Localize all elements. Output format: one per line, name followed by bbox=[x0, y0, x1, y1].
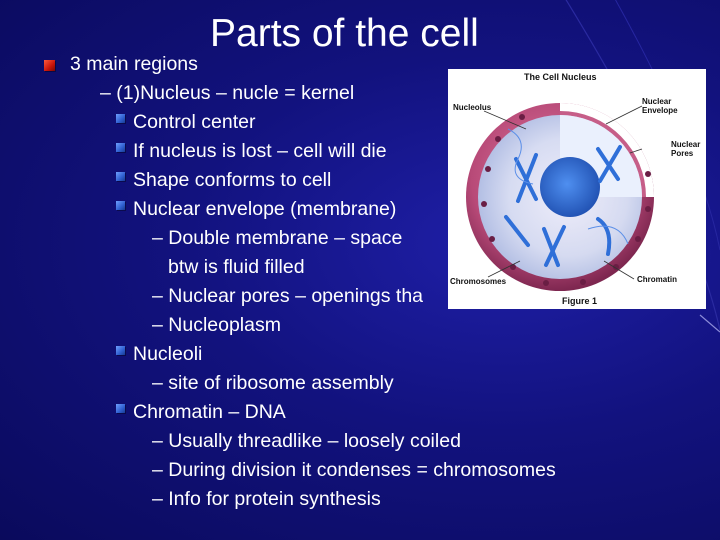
bullet-item: If nucleus is lost – cell will die bbox=[133, 140, 387, 162]
label-chromatin: Chromatin bbox=[637, 275, 677, 284]
bullet-item: Shape conforms to cell bbox=[133, 169, 332, 191]
sub-bullet-item: – Usually threadlike – loosely coiled bbox=[152, 430, 461, 452]
label-line: Envelope bbox=[642, 106, 678, 115]
bullet-item: 3 main regions bbox=[70, 53, 198, 75]
blue-bullet-icon bbox=[116, 114, 125, 123]
red-bullet-icon bbox=[44, 60, 55, 71]
sub-bullet-continuation: btw is fluid filled bbox=[168, 256, 305, 278]
slide-title: Parts of the cell bbox=[210, 12, 479, 55]
label-nucleolus: Nucleolus bbox=[453, 103, 492, 112]
bullet-text: – (1)Nucleus – nucle = kernel bbox=[100, 82, 355, 104]
sub-bullet-item: – Nucleoplasm bbox=[152, 314, 281, 336]
sub-bullet-item: – Info for protein synthesis bbox=[152, 488, 381, 510]
figure-title: The Cell Nucleus bbox=[524, 72, 597, 82]
bullet-item: Nucleoli bbox=[133, 343, 203, 365]
bullet-item: Control center bbox=[133, 111, 256, 133]
blue-bullet-icon bbox=[116, 346, 125, 355]
blue-bullet-icon bbox=[116, 143, 125, 152]
bullet-item: Nuclear envelope (membrane) bbox=[133, 198, 397, 220]
sub-bullet-item: – site of ribosome assembly bbox=[152, 372, 394, 394]
nucleus-illustration bbox=[466, 103, 654, 291]
figure-caption: Figure 1 bbox=[562, 296, 598, 306]
label-line: Pores bbox=[671, 149, 694, 158]
sub-bullet-item: – Nuclear pores – openings tha bbox=[152, 285, 424, 307]
sub-bullet-item: – Double membrane – space bbox=[152, 227, 403, 249]
blue-bullet-icon bbox=[116, 404, 125, 413]
blue-bullet-icon bbox=[116, 172, 125, 181]
bullet-item: Chromatin – DNA bbox=[133, 401, 286, 423]
blue-bullet-icon bbox=[116, 201, 125, 210]
sub-bullet-item: – During division it condenses = chromos… bbox=[152, 459, 556, 481]
label-chromosomes: Chromosomes bbox=[450, 277, 507, 286]
label-line: Nuclear bbox=[671, 140, 701, 149]
bullet-item: – (1)Nucleus – nucle = kernel bbox=[100, 81, 354, 105]
label-line: Nuclear bbox=[642, 97, 672, 106]
